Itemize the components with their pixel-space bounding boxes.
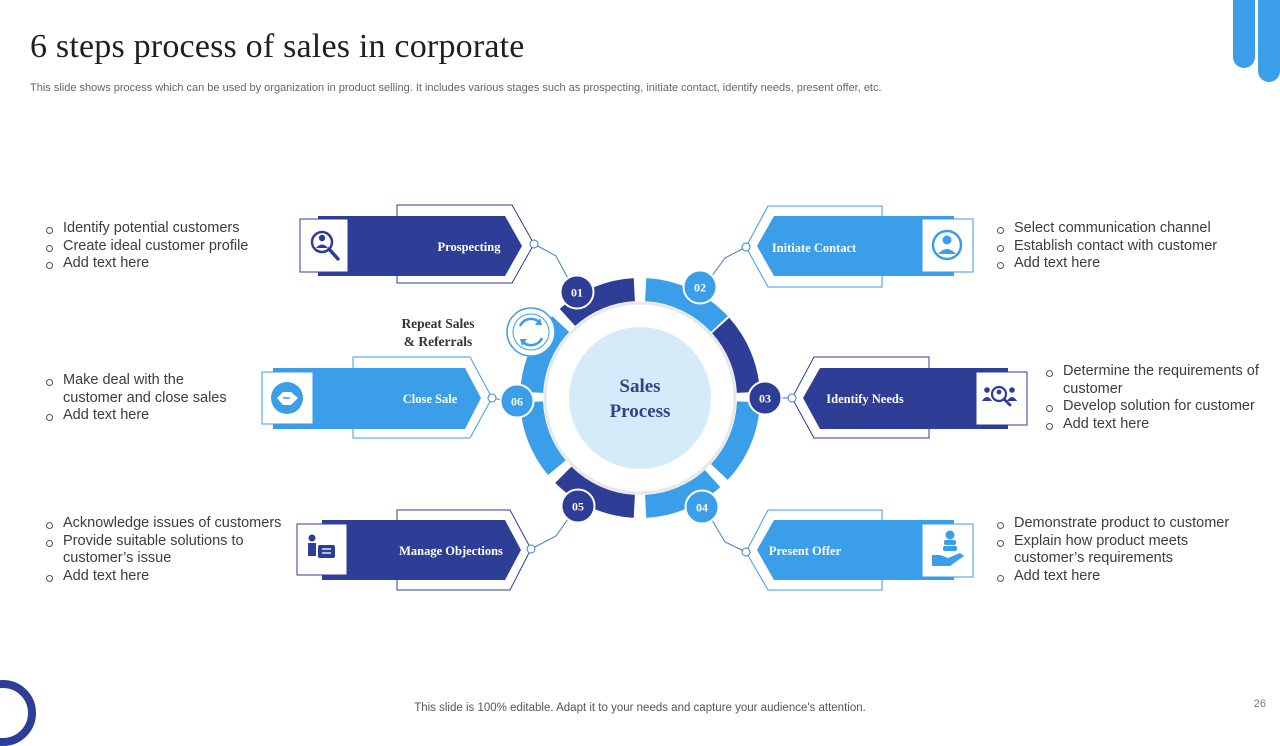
handshake-icon xyxy=(271,382,303,414)
page-number: 26 xyxy=(1253,698,1266,710)
badge-02: 02 xyxy=(682,269,718,305)
presenter-icon xyxy=(308,534,335,558)
step-03-label: Identify Needs xyxy=(826,392,904,406)
svg-text:02: 02 xyxy=(694,281,706,295)
decorative-bar-1 xyxy=(1233,0,1255,68)
step-02-bullets: Select communication channel Establish c… xyxy=(996,220,1266,273)
step-01-prospecting[interactable]: Prospecting xyxy=(299,204,539,284)
list-item: Add text here xyxy=(996,568,1251,586)
list-item: Select communication channel xyxy=(996,220,1266,238)
magnifier-person-icon xyxy=(310,230,340,261)
slide-title: 6 steps process of sales in corporate xyxy=(30,28,525,65)
list-item: Make deal with the customer and close sa… xyxy=(45,372,245,407)
step-05-bullets: Acknowledge issues of customers Provide … xyxy=(45,515,295,585)
svg-text:03: 03 xyxy=(759,392,771,406)
ring-segment-8 xyxy=(559,278,635,326)
list-item: Determine the requirements of customer xyxy=(1045,363,1270,398)
center-title-line2: Process xyxy=(610,401,671,422)
step-03-identify-needs[interactable]: Identify Needs xyxy=(787,356,1028,439)
svg-text:06: 06 xyxy=(511,395,523,409)
ring-segment-5 xyxy=(555,466,635,518)
list-item: Add text here xyxy=(996,255,1266,273)
step-04-present-offer[interactable]: Present Offer xyxy=(741,509,974,591)
repeat-cycle-icon xyxy=(506,307,556,357)
ring-segment-2 xyxy=(712,317,760,393)
user-profile-icon xyxy=(931,229,963,261)
sales-process-diagram: Sales Process Repeat Sales & Referrals P… xyxy=(261,204,1028,591)
list-item: Develop solution for customer xyxy=(1045,398,1270,416)
list-item: Establish contact with customer xyxy=(996,238,1266,256)
team-search-icon xyxy=(982,385,1017,407)
step-02-label: Initiate Contact xyxy=(772,241,857,255)
badge-06: 06 xyxy=(499,383,535,419)
list-item: Explain how product meets customer’s req… xyxy=(996,533,1251,568)
list-item: Add text here xyxy=(45,255,285,273)
badge-01: 01 xyxy=(559,274,595,310)
step-05-label: Manage Objections xyxy=(399,544,503,558)
list-item: Add text here xyxy=(45,568,295,586)
ring-segment-7 xyxy=(520,316,570,393)
decorative-bar-2 xyxy=(1258,0,1280,82)
center-circle xyxy=(569,327,711,469)
step-05-manage-objections[interactable]: Manage Objections xyxy=(296,509,536,591)
slide-subtitle: This slide shows process which can be us… xyxy=(30,82,882,94)
center-title-line1: Sales xyxy=(619,376,660,397)
badge-04: 04 xyxy=(684,489,720,525)
badge-03: 03 xyxy=(747,380,783,416)
list-item: Provide suitable solutions to customer’s… xyxy=(45,533,295,568)
ring-segment-4 xyxy=(645,470,721,518)
list-item: Acknowledge issues of customers xyxy=(45,515,295,533)
step-02-initiate-contact[interactable]: Initiate Contact xyxy=(741,205,974,288)
list-item: Identify potential customers xyxy=(45,220,285,238)
ring-segment-6 xyxy=(520,401,566,476)
list-item: Demonstrate product to customer xyxy=(996,515,1251,533)
ring-segment-1 xyxy=(645,278,728,332)
step-06-bullets: Make deal with the customer and close sa… xyxy=(45,372,245,425)
step-06-label: Close Sale xyxy=(403,392,458,406)
hand-coins-icon xyxy=(932,530,964,566)
ring-segment-3 xyxy=(710,401,760,480)
badge-05: 05 xyxy=(560,488,596,524)
list-item: Add text here xyxy=(45,407,245,425)
repeat-label-line1: Repeat Sales xyxy=(401,316,474,331)
step-03-bullets: Determine the requirements of customer D… xyxy=(1045,363,1270,433)
step-04-label: Present Offer xyxy=(769,544,842,558)
list-item: Create ideal customer profile xyxy=(45,238,285,256)
repeat-label-line2: & Referrals xyxy=(404,334,473,349)
footer-note: This slide is 100% editable. Adapt it to… xyxy=(414,702,866,714)
step-06-close-sale[interactable]: Close Sale xyxy=(261,356,497,439)
svg-text:04: 04 xyxy=(696,501,708,515)
step-01-label: Prospecting xyxy=(438,240,502,254)
list-item: Add text here xyxy=(1045,416,1270,434)
svg-text:01: 01 xyxy=(571,286,583,300)
svg-text:05: 05 xyxy=(572,500,584,514)
step-01-bullets: Identify potential customers Create idea… xyxy=(45,220,285,273)
step-04-bullets: Demonstrate product to customer Explain … xyxy=(996,515,1251,585)
